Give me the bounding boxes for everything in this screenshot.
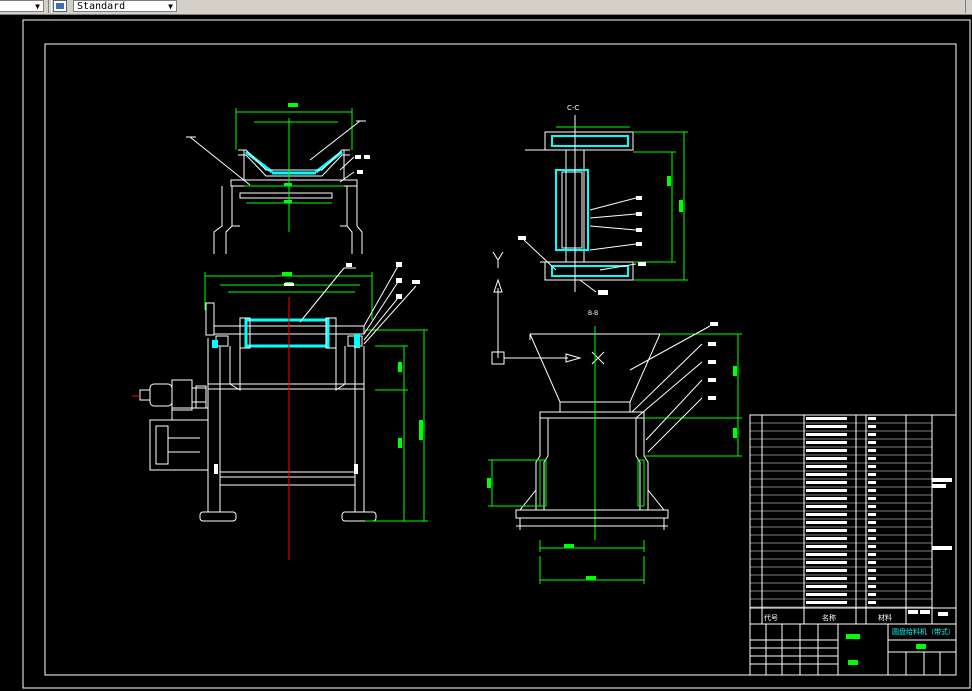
- chevron-down-icon[interactable]: ▼: [35, 2, 40, 11]
- ucs-icon: [491, 251, 605, 365]
- parts-row-material-block: [868, 601, 876, 604]
- parts-row-material-block: [868, 433, 876, 436]
- title-block: 代号 名称 材料 圆盘给料机（带式）: [749, 414, 957, 676]
- parts-row-material-block: [868, 521, 876, 524]
- parts-row-text-block: [806, 545, 847, 548]
- parts-row-material-block: [868, 473, 876, 476]
- text-style-combo[interactable]: Standard ▼: [73, 0, 177, 12]
- parts-row-text-block: [806, 417, 847, 420]
- parts-row-material-block: [868, 537, 876, 540]
- header-name: 名称: [822, 613, 836, 622]
- parts-row-text-block: [806, 601, 847, 604]
- idler-section-view: [186, 103, 370, 254]
- parts-row-material-block: [868, 457, 876, 460]
- parts-row-text-block: [806, 497, 847, 500]
- parts-row-material-block: [868, 497, 876, 500]
- toolbar-separator: [48, 0, 52, 13]
- parts-row-material-block: [868, 561, 876, 564]
- text-style-icon[interactable]: [53, 0, 67, 12]
- parts-row-text-block: [806, 569, 847, 572]
- parts-row-text-block: [806, 561, 847, 564]
- chevron-down-icon[interactable]: ▼: [168, 2, 173, 11]
- cc-section-label: C-C: [567, 104, 579, 112]
- sheet-outer-border: [22, 19, 971, 689]
- parts-row-text-block: [806, 425, 847, 428]
- parts-row-text-block: [806, 441, 847, 444]
- parts-row-material-block: [868, 545, 876, 548]
- parts-row-text-block: [806, 481, 847, 484]
- parts-row-text-block: [806, 505, 847, 508]
- parts-list-rows: [750, 417, 932, 608]
- parts-row-material-block: [868, 585, 876, 588]
- drawing-title: 圆盘给料机（带式）: [892, 627, 955, 636]
- parts-row-text-block: [806, 585, 847, 588]
- hopper-view: B-B: [487, 310, 742, 584]
- parts-row-material-block: [868, 417, 876, 420]
- parts-row-text-block: [806, 593, 847, 596]
- parts-row-material-block: [868, 577, 876, 580]
- parts-row-text-block: [806, 465, 847, 468]
- parts-row-material-block: [868, 425, 876, 428]
- header-material: 材料: [878, 613, 892, 622]
- parts-row-text-block: [806, 521, 847, 524]
- parts-row-material-block: [868, 553, 876, 556]
- machine-elevation-view: [132, 262, 428, 560]
- parts-row-material-block: [868, 529, 876, 532]
- cad-toolbar: ▼ Standard ▼: [0, 0, 972, 15]
- parts-row-text-block: [806, 513, 847, 516]
- parts-row-material-block: [868, 441, 876, 444]
- toolbar-scroll-edge: [965, 0, 972, 13]
- parts-row-material-block: [868, 569, 876, 572]
- parts-row-text-block: [806, 529, 847, 532]
- parts-row-material-block: [868, 481, 876, 484]
- header-code: 代号: [764, 613, 778, 622]
- parts-row-text-block: [806, 449, 847, 452]
- cc-section-view: C-C: [518, 104, 688, 295]
- parts-row-text-block: [806, 433, 847, 436]
- parts-row-text-block: [806, 473, 847, 476]
- parts-row-text-block: [806, 553, 847, 556]
- parts-row-material-block: [868, 489, 876, 492]
- parts-row-material-block: [868, 465, 876, 468]
- parts-row-text-block: [806, 537, 847, 540]
- parts-row-text-block: [806, 489, 847, 492]
- parts-row-material-block: [868, 449, 876, 452]
- layer-combo[interactable]: ▼: [0, 0, 44, 12]
- parts-row-text-block: [806, 577, 847, 580]
- parts-row-material-block: [868, 593, 876, 596]
- parts-row-material-block: [868, 505, 876, 508]
- text-style-value: Standard: [77, 1, 126, 12]
- parts-row-text-block: [806, 457, 847, 460]
- sheet-inner-border: [44, 43, 957, 676]
- parts-row-material-block: [868, 513, 876, 516]
- bb-section-label: B-B: [588, 310, 598, 317]
